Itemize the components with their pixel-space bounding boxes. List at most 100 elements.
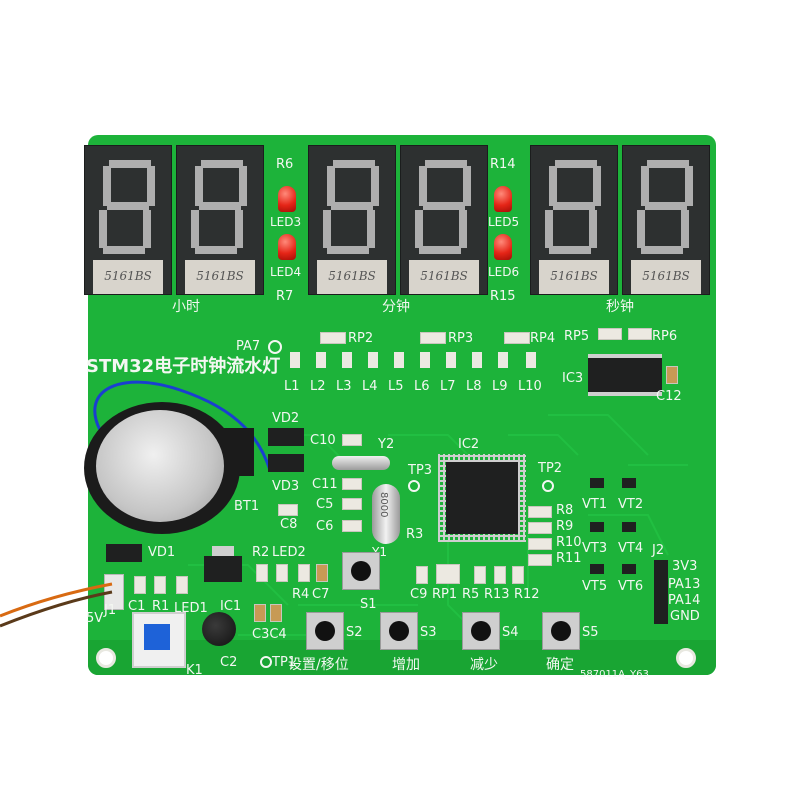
led-pad <box>526 352 536 368</box>
regulator-tab <box>212 546 234 556</box>
digit-model-label: 5161BS <box>104 269 152 283</box>
digit-model-label: 5161BS <box>328 269 376 283</box>
led-label: L6 <box>414 379 430 394</box>
resistor-array-rp3 <box>420 332 446 344</box>
digit-model-label: 5161BS <box>420 269 468 283</box>
button-s2-cap[interactable] <box>315 621 335 641</box>
resistor-r12 <box>512 566 524 584</box>
colon-led-red <box>494 186 512 212</box>
led-label: L1 <box>284 379 300 394</box>
label-pa14: PA14 <box>668 593 701 608</box>
label-rp5: RP5 <box>564 329 590 344</box>
label-r1: R1 <box>152 599 170 614</box>
button-s5-confirm[interactable] <box>542 612 580 650</box>
label-r4: R4 <box>292 587 310 602</box>
capacitor-c8 <box>278 504 298 516</box>
pa7-pad <box>268 340 282 354</box>
coin-battery <box>96 410 224 522</box>
label-pa7: PA7 <box>236 339 261 354</box>
resistor-r9 <box>528 522 552 534</box>
diode-vd3 <box>268 454 304 472</box>
label-led5: LED5 <box>488 215 520 229</box>
led-pad <box>394 352 404 368</box>
label-j1: J1 <box>104 603 117 618</box>
label-bt1: BT1 <box>234 499 260 514</box>
capacitor-c11 <box>342 478 362 490</box>
led-pad <box>342 352 352 368</box>
label-rp3: RP3 <box>448 331 474 346</box>
regulator-ic1 <box>204 556 242 582</box>
label-led1: LED1 <box>174 601 208 616</box>
transistor-vt6 <box>622 564 636 574</box>
led-label: L3 <box>336 379 352 394</box>
label-r11: R11 <box>556 551 582 566</box>
mounting-hole <box>676 648 696 668</box>
capacitor-c10 <box>342 434 362 446</box>
label-tp2: TP2 <box>538 461 563 476</box>
button-s4-cap[interactable] <box>471 621 491 641</box>
led-label: L5 <box>388 379 404 394</box>
capacitor-c3 <box>254 604 266 622</box>
seven-segment-digit-1: 5161BS <box>84 145 172 295</box>
label-tp3: TP3 <box>408 463 433 478</box>
led-pad <box>420 352 430 368</box>
colon-led-red <box>278 186 296 212</box>
button-s3-increase[interactable] <box>380 612 418 650</box>
label-vd1: VD1 <box>148 545 176 560</box>
capacitor-c4 <box>270 604 282 622</box>
label-c12: C12 <box>656 389 682 404</box>
button-s2-set[interactable] <box>306 612 344 650</box>
button-s1-cap[interactable] <box>351 561 371 581</box>
label-5v: 5V <box>86 611 104 626</box>
resistor-r2 <box>256 564 268 582</box>
resistor-r4 <box>298 564 310 582</box>
resistor-r13 <box>494 566 506 584</box>
transistor-vt1 <box>590 478 604 488</box>
label-r10: R10 <box>556 535 582 550</box>
capacitor-c1 <box>134 576 146 594</box>
label-led2: LED2 <box>272 545 306 560</box>
transistor-vt4 <box>622 522 636 532</box>
label-rp1: RP1 <box>432 587 458 602</box>
label-c10: C10 <box>310 433 336 448</box>
digit-base: 5161BS <box>93 260 163 294</box>
seven-segment-digit-3: 5161BS <box>308 145 396 295</box>
label-vd3: VD3 <box>272 479 300 494</box>
button-s5-cap[interactable] <box>551 621 571 641</box>
resistor-r8 <box>528 506 552 518</box>
pin-header-j2 <box>654 560 668 624</box>
battery-wire <box>93 380 272 471</box>
label-vt6: VT6 <box>618 579 644 594</box>
button-s4-decrease[interactable] <box>462 612 500 650</box>
label-c6: C6 <box>316 519 334 534</box>
resistor-array-rp1 <box>436 564 460 584</box>
switch-k1-button[interactable] <box>144 624 170 650</box>
label-r13: R13 <box>484 587 510 602</box>
led-led2 <box>276 564 288 582</box>
label-s3: S3 <box>420 625 437 640</box>
digit-base: 5161BS <box>185 260 255 294</box>
button-s3-cap[interactable] <box>389 621 409 641</box>
digit-base: 5161BS <box>409 260 479 294</box>
label-r5: R5 <box>462 587 480 602</box>
label-c1: C1 <box>128 599 146 614</box>
led-label: L4 <box>362 379 378 394</box>
seven-segment-digit-5: 5161BS <box>530 145 618 295</box>
led-pad <box>290 352 300 368</box>
label-c5: C5 <box>316 497 334 512</box>
test-point-tp1 <box>260 656 272 668</box>
button-s1[interactable] <box>342 552 380 590</box>
resistor-array-rp4 <box>504 332 530 344</box>
chip-ic2-mcu <box>446 462 518 534</box>
label-set-shift: 设置/移位 <box>288 657 349 673</box>
chip-ic3 <box>588 354 662 396</box>
label-vt4: VT4 <box>618 541 644 556</box>
resistor-array-rp6 <box>628 328 652 340</box>
label-r12: R12 <box>514 587 540 602</box>
crystal-y2 <box>332 456 390 470</box>
diode-vd2 <box>268 428 304 446</box>
test-point-tp3 <box>408 480 420 492</box>
led-label: L10 <box>518 379 542 394</box>
segment-glyph <box>99 160 155 254</box>
label-ic1: IC1 <box>220 599 242 614</box>
